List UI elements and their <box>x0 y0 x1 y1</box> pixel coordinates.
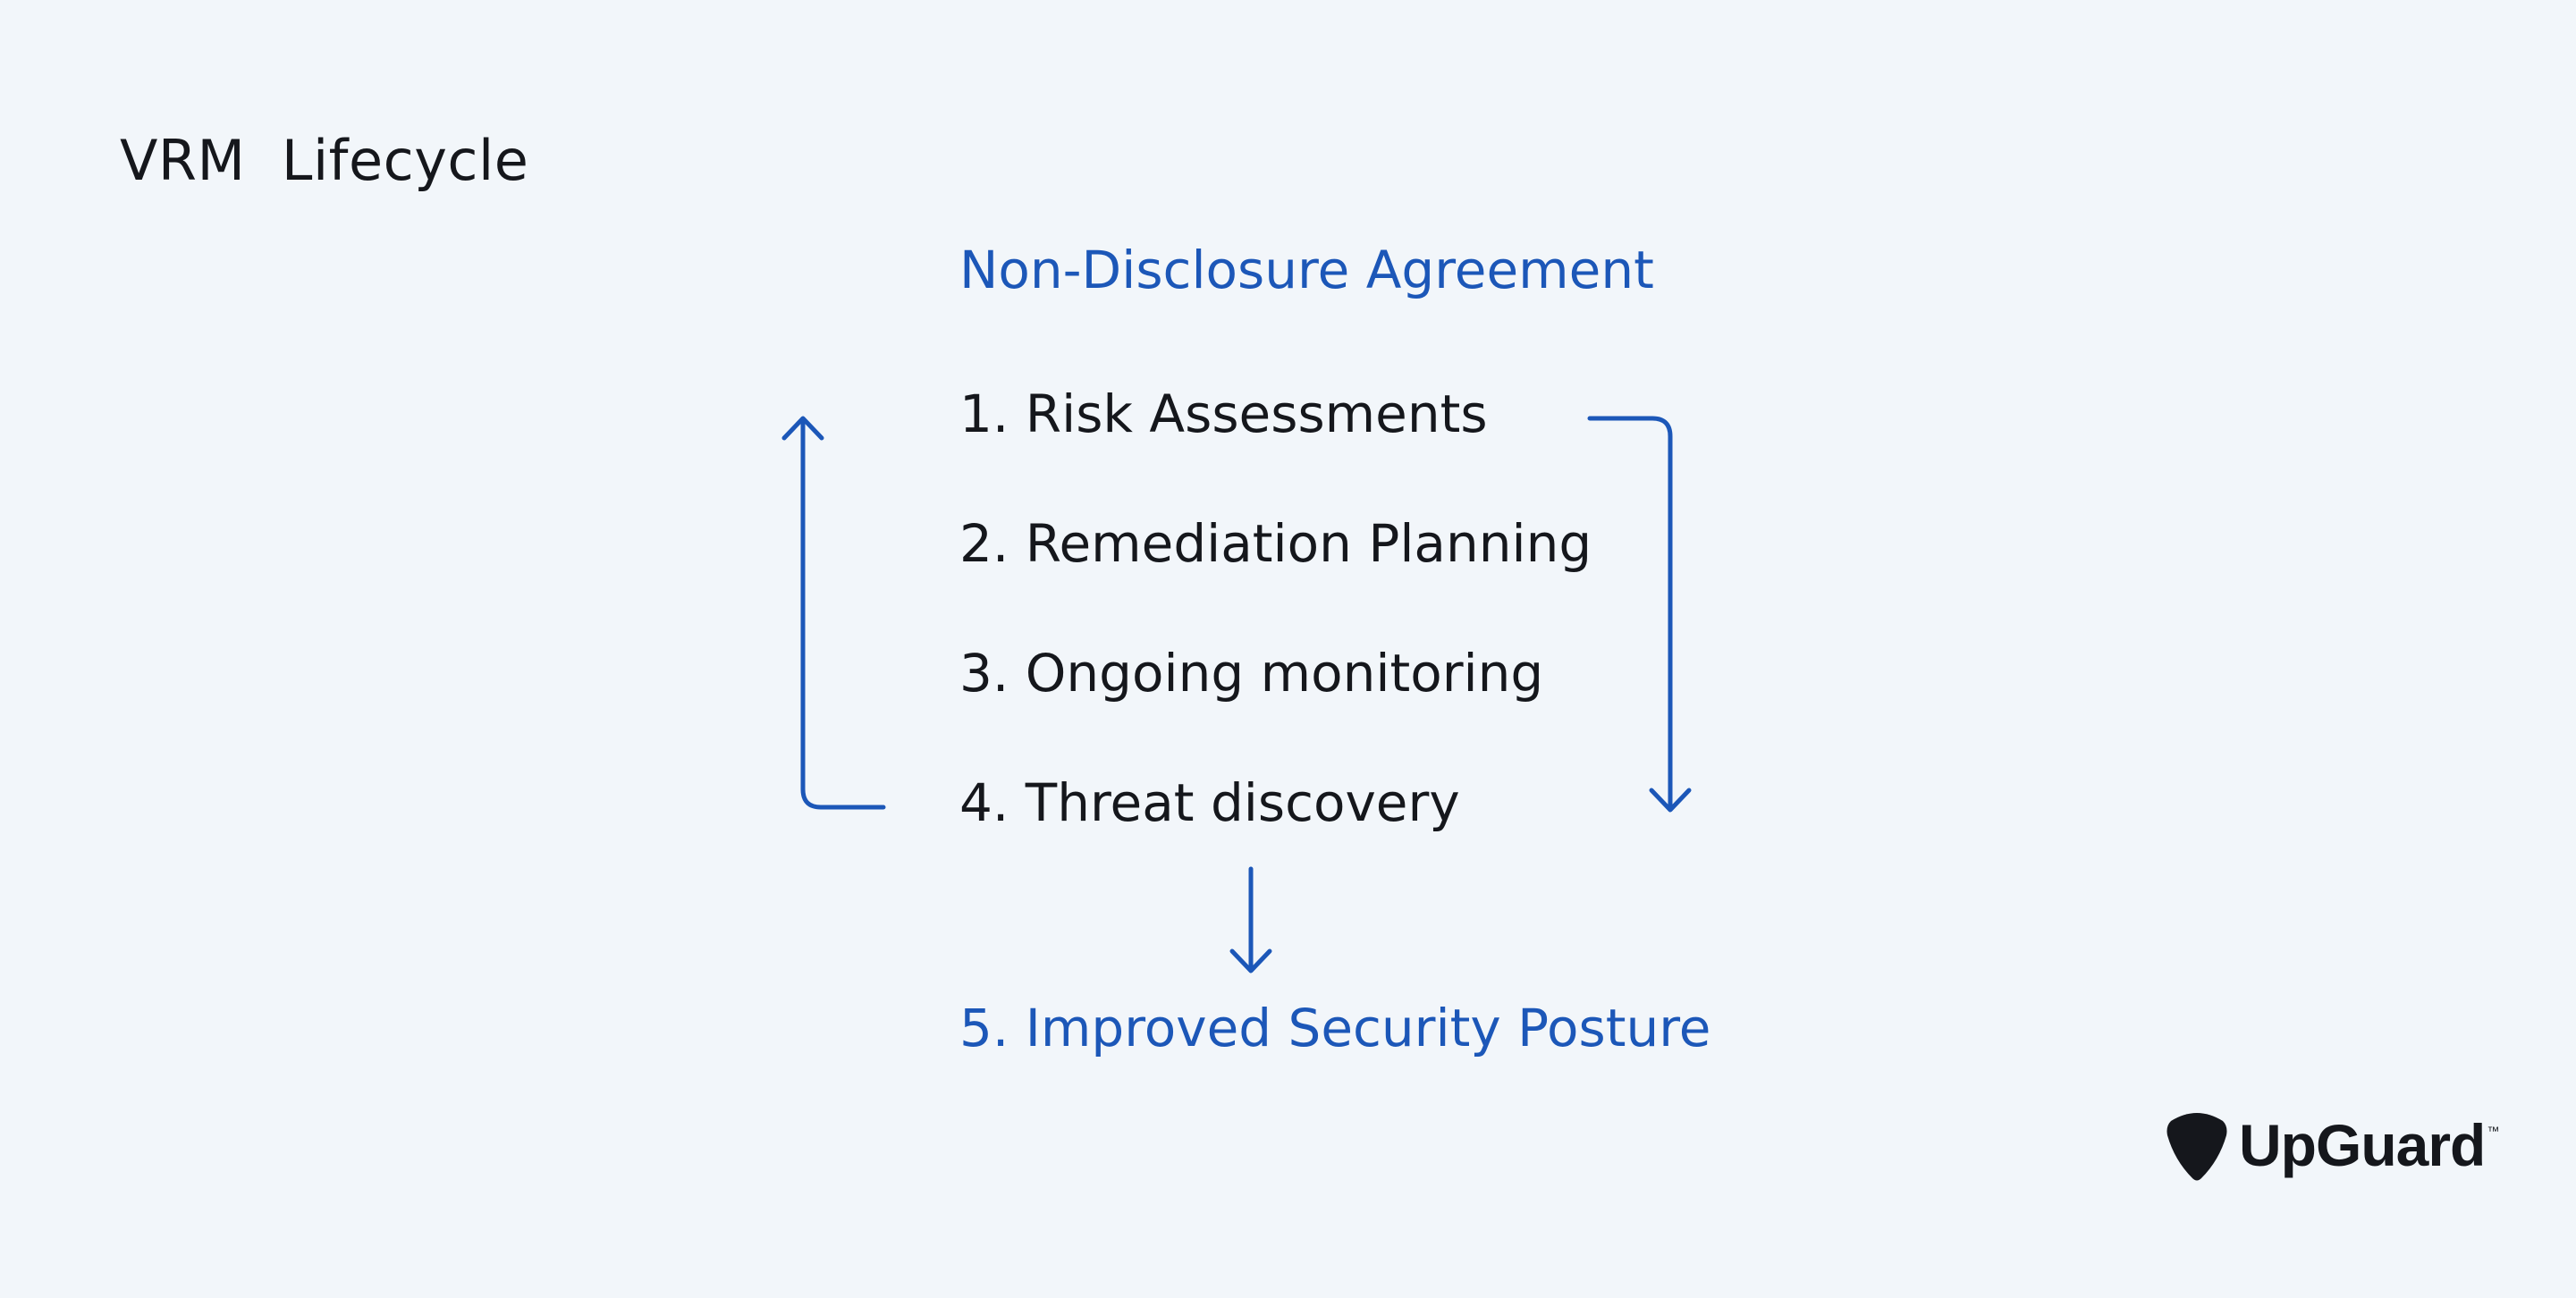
forward-arrow <box>1587 416 1673 810</box>
upguard-logo: UpGuard ™ <box>2166 1105 2499 1185</box>
nda-heading: Non-Disclosure Agreement <box>959 240 1654 300</box>
diagram-title: VRM Lifecycle <box>120 128 529 193</box>
upguard-pick-icon <box>2166 1113 2227 1181</box>
forward-arrowhead <box>1649 788 1692 813</box>
step-remediation-planning: 2. Remediation Planning <box>959 513 1592 574</box>
brand-name: UpGuard <box>2239 1112 2486 1178</box>
loop-back-arrowhead <box>781 416 824 441</box>
brand-trademark: ™ <box>2487 1124 2500 1138</box>
step-risk-assessments: 1. Risk Assessments <box>959 384 1488 444</box>
step-ongoing-monitoring: 3. Ongoing monitoring <box>959 643 1544 704</box>
step-threat-discovery: 4. Threat discovery <box>959 772 1460 833</box>
outcome-heading: 5. Improved Security Posture <box>959 998 1711 1058</box>
outcome-arrowhead <box>1229 948 1272 974</box>
loop-back-arrow <box>800 417 886 810</box>
